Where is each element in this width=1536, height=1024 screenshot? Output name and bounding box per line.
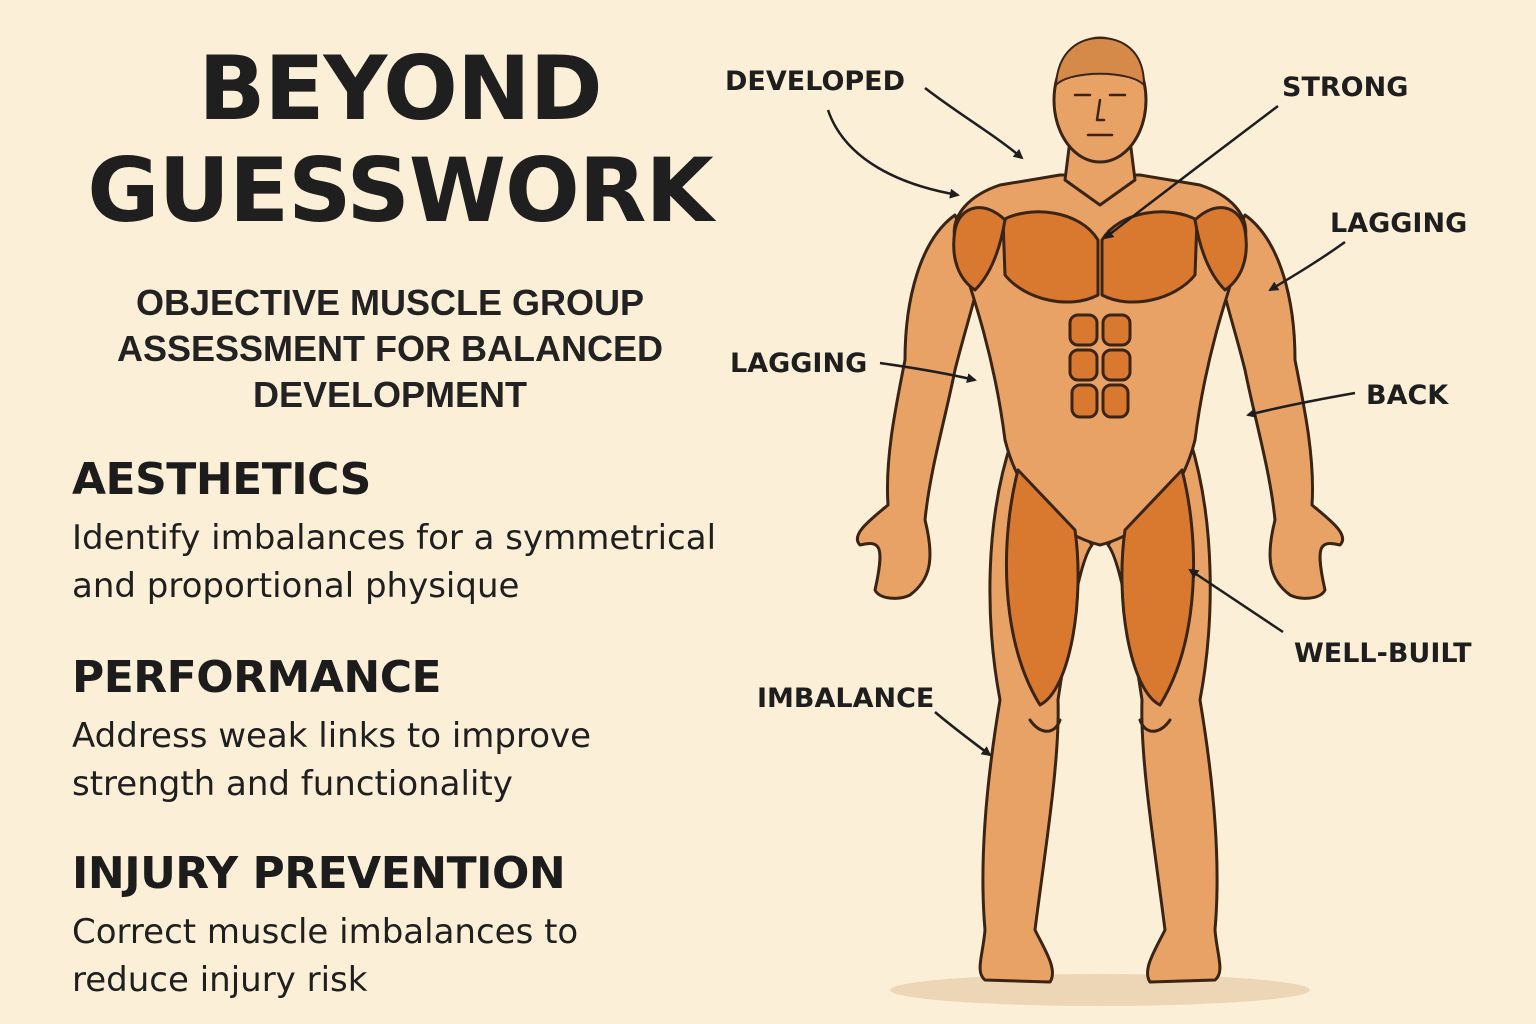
- body-figure: [856, 36, 1344, 984]
- section-heading: AESTHETICS: [72, 454, 371, 505]
- pectoral-right: [1100, 210, 1199, 304]
- subtitle-line-2: ASSESSMENT FOR BALANCED: [116, 328, 664, 369]
- subtitle-line-3: DEVELOPMENT: [252, 374, 528, 415]
- ab-segment: [1068, 348, 1099, 382]
- abdominals: [1068, 313, 1132, 419]
- annotation-arrows: [826, 87, 1356, 757]
- label-lagging-right: LAGGING: [1330, 208, 1467, 239]
- subtitle: OBJECTIVE MUSCLE GROUP ASSESSMENT FOR BA…: [60, 280, 720, 418]
- arrow-imbalance: [934, 711, 992, 757]
- label-lagging-left: LAGGING: [730, 348, 867, 379]
- section-text-line-2: reduce injury risk: [72, 960, 368, 1000]
- section-text-line-1: Address weak links to improve: [72, 716, 592, 756]
- section-text-line-1: Correct muscle imbalances to: [72, 912, 579, 952]
- arrow-developed-2: [826, 109, 960, 199]
- page-title: BEYOND GUESSWORK: [40, 38, 760, 242]
- deltoid-left: [952, 206, 1007, 292]
- anatomy-svg: DEVELOPED STRONG LAGGING LAGGING BACK WE…: [725, 36, 1472, 1006]
- anatomy-figure: DEVELOPED STRONG LAGGING LAGGING BACK WE…: [700, 0, 1536, 1024]
- hair: [1055, 37, 1145, 86]
- arrow-lagging-left: [879, 361, 977, 384]
- label-strong: STRONG: [1282, 72, 1408, 103]
- ab-segment: [1101, 348, 1132, 382]
- section-text: Identify imbalances for a symmetrical an…: [72, 514, 792, 610]
- section-text: Correct muscle imbalances to reduce inju…: [72, 908, 792, 1004]
- ab-segment: [1101, 313, 1132, 347]
- section-text: Address weak links to improve strength a…: [72, 712, 792, 808]
- section-injury-prevention: INJURY PREVENTION Correct muscle imbalan…: [72, 846, 792, 1004]
- arrow-lagging-right: [1268, 240, 1346, 292]
- quad-left: [1005, 468, 1080, 707]
- arrow-strong: [1103, 105, 1279, 240]
- section-heading: INJURY PREVENTION: [72, 848, 566, 899]
- title-line-2: GUESSWORK: [87, 139, 713, 242]
- title-line-1: BEYOND: [198, 37, 602, 140]
- ab-segment: [1070, 383, 1099, 419]
- ab-segment: [1068, 313, 1099, 347]
- arrow-well-built: [1188, 568, 1284, 634]
- deltoid-right: [1193, 206, 1248, 292]
- section-text-line-1: Identify imbalances for a symmetrical: [72, 518, 717, 558]
- section-text-line-2: and proportional physique: [72, 566, 520, 606]
- ab-segment: [1101, 383, 1130, 419]
- subtitle-line-1: OBJECTIVE MUSCLE GROUP: [135, 282, 645, 323]
- section-performance: PERFORMANCE Address weak links to improv…: [72, 650, 792, 808]
- ground-shadow: [890, 974, 1310, 1006]
- label-imbalance: IMBALANCE: [757, 683, 934, 714]
- face-features: [1073, 93, 1127, 137]
- left-arm: [856, 213, 982, 600]
- section-aesthetics: AESTHETICS Identify imbalances for a sym…: [72, 452, 792, 610]
- quad-right: [1120, 468, 1195, 707]
- label-back: BACK: [1366, 380, 1449, 411]
- pectoral-left: [1001, 210, 1100, 304]
- knee-lines: [1028, 718, 1172, 733]
- arrow-back: [1246, 391, 1356, 418]
- label-developed: DEVELOPED: [725, 66, 905, 97]
- section-heading: PERFORMANCE: [72, 652, 442, 703]
- label-well-built: WELL-BUILT: [1294, 638, 1472, 669]
- section-text-line-2: strength and functionality: [72, 764, 513, 804]
- arrow-developed-1: [924, 87, 1024, 160]
